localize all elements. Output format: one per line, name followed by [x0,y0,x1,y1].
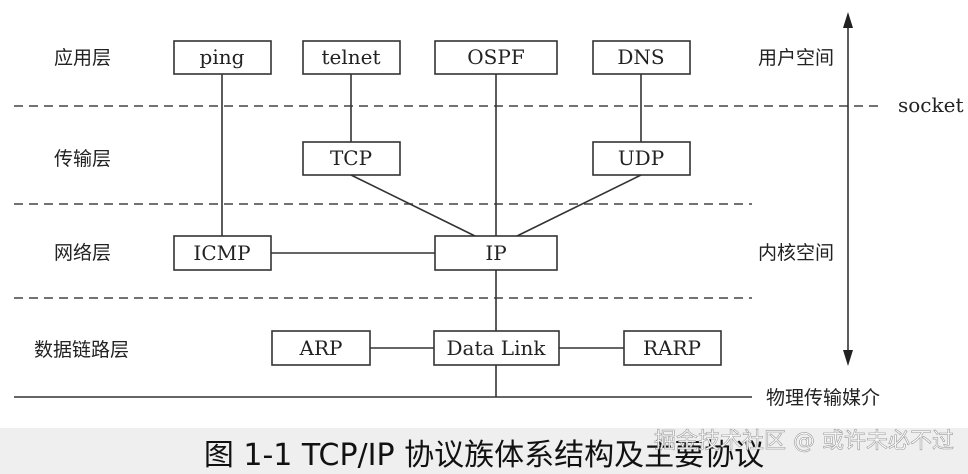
ping-label: ping [200,45,245,69]
ping-box [173,40,272,75]
physical-medium-label: 物理传输媒介 [766,387,880,409]
udp-ip-link [516,174,642,237]
arp-box [271,330,371,366]
tcp-label: TCP [330,146,372,170]
kernel-space-label: 内核空间 [758,242,834,264]
application-layer-label: 应用层 [54,47,111,69]
rarp-box [623,330,722,366]
arrow-down-icon [843,350,853,366]
datalink-label: Data Link [447,336,547,360]
telnet-label: telnet [321,45,380,69]
arp-label: ARP [299,336,343,360]
transport-layer-label: 传输层 [54,148,111,170]
caption-band [0,428,968,474]
ospf-label: OSPF [467,45,525,69]
icmp-label: ICMP [193,241,250,265]
dns-label: DNS [617,45,664,69]
socket-label: socket [898,93,964,117]
icmp-box [173,235,272,271]
ip-box [434,235,558,271]
telnet-box [302,40,401,75]
ospf-box [434,40,558,75]
network-layer-label: 网络层 [54,242,111,264]
tcp-box [302,141,401,176]
datalink-layer-label: 数据链路层 [34,339,129,361]
figure-caption: 图 1-1 TCP/IP 协议族体系结构及主要协议 [204,438,764,473]
dns-box [592,40,691,75]
udp-box [592,141,691,176]
ip-label: IP [485,241,506,265]
watermark: 掘金技术社区 @ 或许未必不过 [654,429,954,454]
udp-label: UDP [618,146,664,170]
arrow-up-icon [843,12,853,28]
tcp-ip-link [350,174,476,237]
user-space-label: 用户空间 [758,47,834,69]
datalink-box [433,330,560,366]
rarp-label: RARP [643,336,701,360]
